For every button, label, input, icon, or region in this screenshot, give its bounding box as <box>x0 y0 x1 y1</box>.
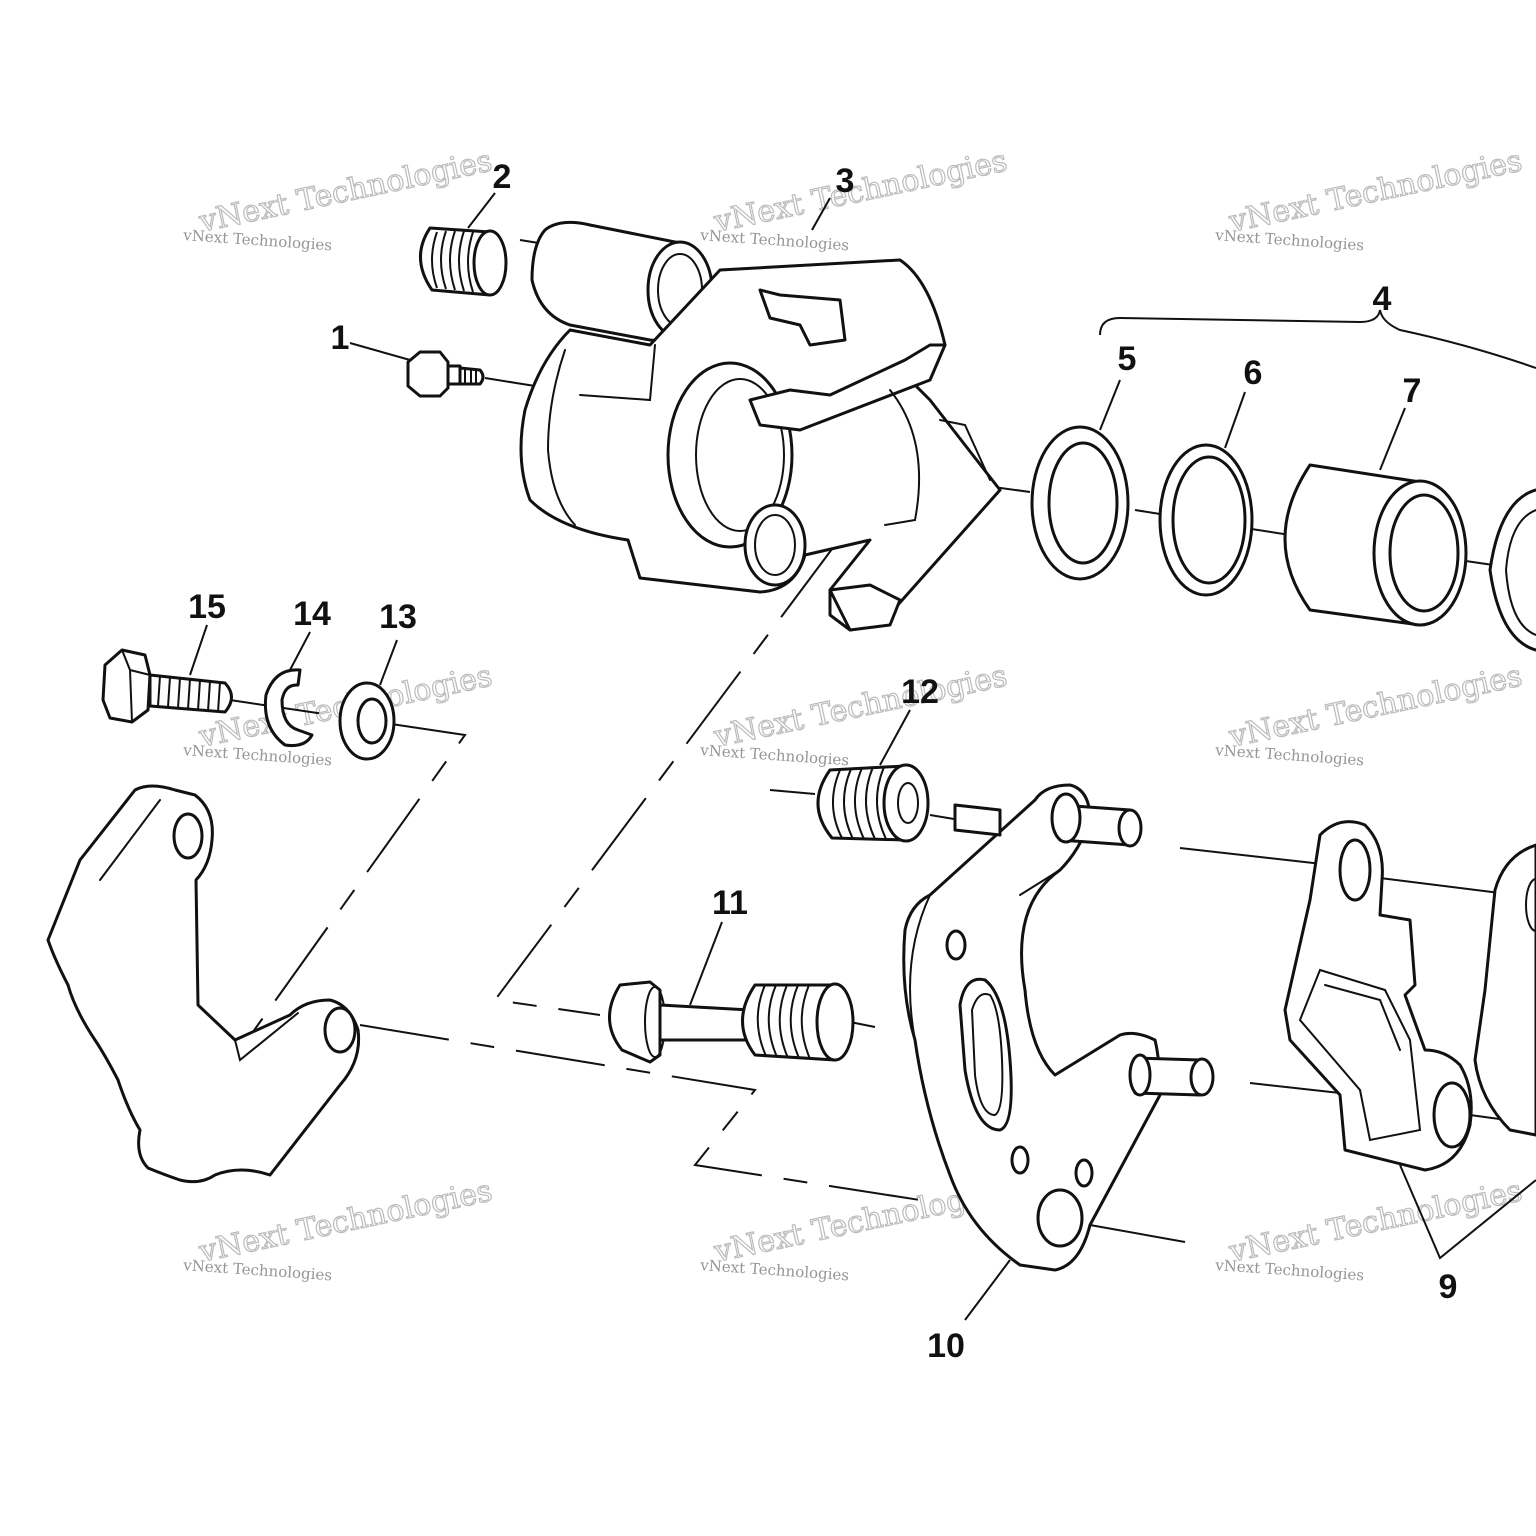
callout-3: 3 <box>836 162 855 200</box>
part-15-hex-bolt <box>101 648 233 724</box>
part-4-group-bracket <box>1099 309 1536 369</box>
callout-10: 10 <box>927 1327 965 1365</box>
watermark-big: vNext Technologies <box>195 1174 495 1270</box>
part-9-brake-pad-left <box>1283 820 1473 1172</box>
callout-6: 6 <box>1244 354 1263 392</box>
watermark-big: vNext Technologies <box>1225 1174 1525 1270</box>
part-2-threaded-plug <box>419 226 508 297</box>
watermark-small: vNext Technologies <box>699 1256 850 1284</box>
callout-numbers: 2 3 1 4 5 6 7 15 14 13 12 11 10 9 <box>188 158 1457 1365</box>
watermark-big: vNext Technologies <box>1225 144 1525 240</box>
part-13-flat-washer <box>338 681 396 761</box>
watermark-big: vNext Technologies <box>1225 659 1525 755</box>
mounting-bracket-frame <box>46 784 361 1184</box>
callout-12: 12 <box>901 673 939 711</box>
part-1-bleeder-screw <box>406 350 485 398</box>
callout-1: 1 <box>331 319 350 357</box>
part-11-slide-pin <box>608 980 855 1064</box>
part-10-caliper-bracket <box>902 783 1215 1272</box>
part-14-lock-washer <box>263 668 314 747</box>
callout-2: 2 <box>493 158 512 196</box>
callout-11: 11 <box>712 884 748 922</box>
watermark-small: vNext Technologies <box>699 226 850 254</box>
watermark-small: vNext Technologies <box>182 226 333 254</box>
part-3-caliper-body <box>519 220 1002 632</box>
watermark-small: vNext Technologies <box>182 1256 333 1284</box>
callout-9: 9 <box>1439 1268 1458 1306</box>
watermark-big: vNext Technologies <box>195 144 495 240</box>
part-6-piston-seal <box>1158 443 1254 597</box>
watermark-small: vNext Technologies <box>1214 741 1365 769</box>
callout-15: 15 <box>188 588 226 626</box>
watermark-big: vNext Technologies <box>710 659 1010 755</box>
part-12-threaded-sleeve <box>816 763 930 843</box>
callout-7: 7 <box>1403 372 1422 410</box>
part-9-brake-pad-right <box>1473 843 1536 1137</box>
part-8-partial <box>1488 488 1536 652</box>
callout-14: 14 <box>293 595 331 633</box>
part-5-dust-seal <box>1030 425 1130 581</box>
watermark-small: vNext Technologies <box>1214 1256 1365 1284</box>
callout-13: 13 <box>379 598 417 636</box>
leader-lines <box>189 192 1536 1321</box>
watermark-small: vNext Technologies <box>182 741 333 769</box>
part-7-piston <box>1283 463 1468 627</box>
callout-4: 4 <box>1373 280 1392 318</box>
watermark-big: vNext Technologies <box>710 144 1010 240</box>
callout-5: 5 <box>1118 340 1137 378</box>
watermark-small: vNext Technologies <box>699 741 850 769</box>
watermark-small: vNext Technologies <box>1214 226 1365 254</box>
